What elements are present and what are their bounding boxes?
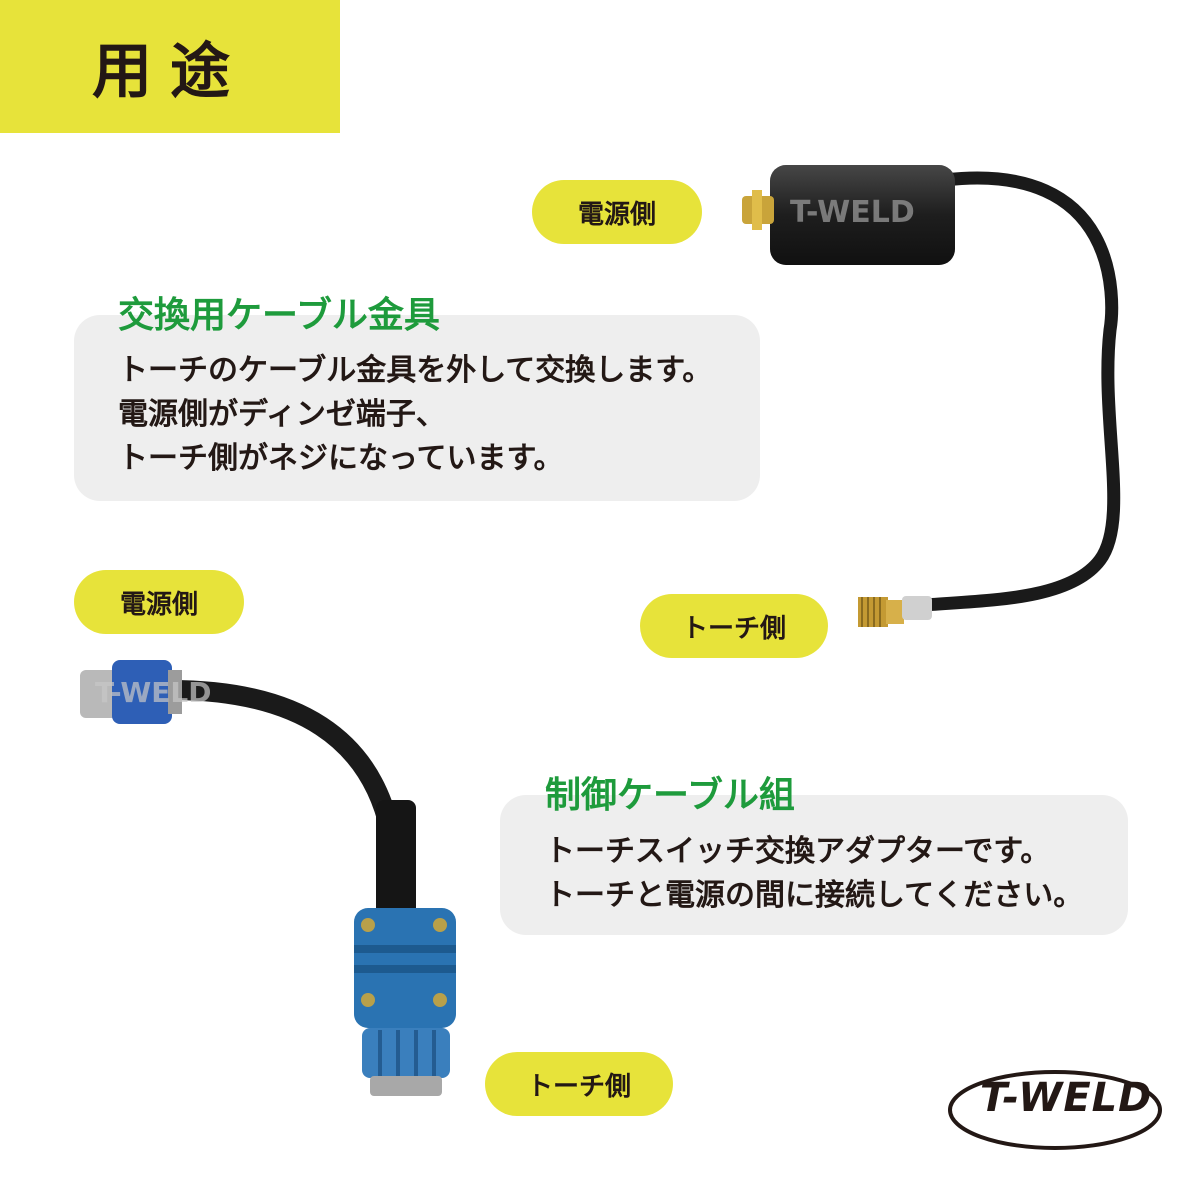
exchange-cable <box>918 171 1121 612</box>
control-line-1: トーチスイッチ交換アダプターです。 <box>545 834 1051 869</box>
control-cable <box>160 680 400 840</box>
label-text: 電源側 <box>577 199 656 230</box>
exchange-description-box <box>74 315 760 501</box>
large-connector-icon <box>354 908 456 1096</box>
page-title: 用途 <box>92 37 248 107</box>
label-power-side: 電源側 <box>74 570 244 634</box>
exchange-line-1: トーチのケーブル金具を外して交換します。 <box>118 353 713 388</box>
label-text: 電源側 <box>119 589 198 620</box>
control-line-2: トーチと電源の間に接続してください。 <box>545 878 1084 913</box>
brand-logo: T-WELD <box>980 1075 1153 1121</box>
threaded-fitting-icon <box>858 596 932 627</box>
label-power-side: 電源側 <box>532 180 702 244</box>
exchange-line-3: トーチ側がネジになっています。 <box>118 441 564 476</box>
product-watermark: T-WELD <box>790 195 915 230</box>
control-description-box <box>500 795 1128 935</box>
logo-ellipse <box>948 1070 1162 1150</box>
dinse-plug-icon <box>742 165 955 265</box>
cable-sleeve <box>376 800 416 920</box>
control-title: 制御ケーブル組 <box>545 775 795 816</box>
label-text: トーチ側 <box>681 613 786 644</box>
page-header: 用途 <box>0 0 340 133</box>
exchange-line-2: 電源側がディンゼ端子、 <box>118 397 446 432</box>
label-torch-side: トーチ側 <box>640 594 828 658</box>
label-torch-side: トーチ側 <box>485 1052 673 1116</box>
small-connector-icon <box>80 660 182 724</box>
exchange-title: 交換用ケーブル金具 <box>118 295 440 336</box>
label-text: トーチ側 <box>526 1071 631 1102</box>
product-watermark: T-WELD <box>95 676 212 709</box>
